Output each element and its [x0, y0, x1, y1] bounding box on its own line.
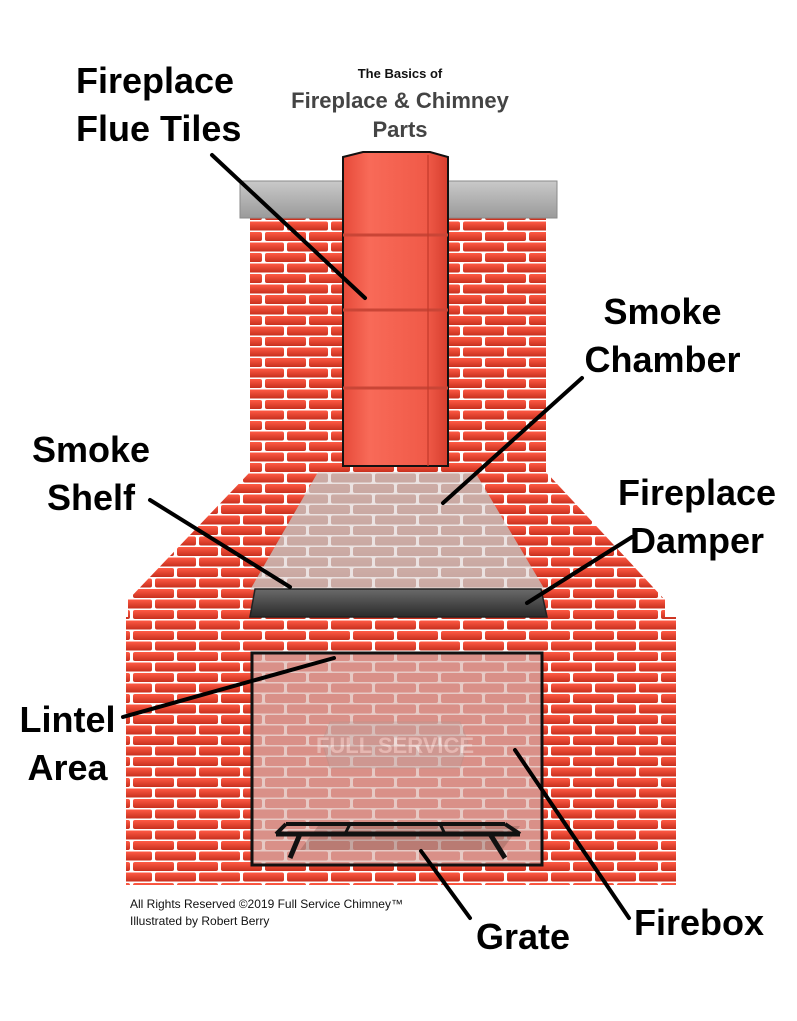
- leader-firebox: [513, 748, 631, 920]
- label-flue-tiles: Fireplace Flue Tiles: [76, 60, 241, 150]
- label-lintel-line1: Lintel: [19, 699, 116, 740]
- firebox-opening: [250, 651, 544, 867]
- leader-damper: [525, 535, 634, 605]
- credit-illustrator: Illustrated by Robert Berry: [130, 914, 270, 928]
- smoke-chamber-interior: [250, 472, 545, 590]
- label-lintel: Lintel Area: [10, 699, 125, 789]
- leader-flue-tiles: [210, 153, 367, 300]
- leader-smoke-shelf: [148, 498, 292, 589]
- label-smoke-shelf: Smoke Shelf: [26, 429, 156, 519]
- credit-rights: All Rights Reserved ©2019 Full Service C…: [130, 897, 403, 911]
- watermark-logo: FULL SERVICE: [316, 721, 474, 769]
- damper-icon: [249, 588, 548, 618]
- label-smoke-chamber-line2: Chamber: [584, 339, 741, 380]
- label-lintel-line2: Area: [27, 747, 108, 788]
- leader-lines: [121, 153, 634, 920]
- label-smoke-shelf-line1: Smoke: [31, 429, 151, 470]
- label-firebox: Firebox: [634, 902, 765, 943]
- label-smoke-chamber: Smoke Chamber: [580, 291, 745, 381]
- label-grate: Grate: [476, 916, 571, 957]
- grate-icon: [274, 822, 522, 860]
- label-smoke-shelf-line2: Shelf: [46, 477, 135, 518]
- flue-tiles-icon: [342, 151, 449, 467]
- title-main: Fireplace & Chimney: [291, 88, 509, 113]
- label-damper-line1: Fireplace: [617, 472, 777, 513]
- label-smoke-chamber-line1: Smoke: [603, 291, 722, 332]
- label-flue-tiles-line1: Fireplace: [76, 60, 235, 101]
- svg-text:FULL SERVICE: FULL SERVICE: [316, 733, 474, 758]
- label-damper-line2: Damper: [629, 520, 765, 561]
- leader-smoke-chamber: [441, 376, 584, 505]
- label-damper: Fireplace Damper: [612, 472, 782, 562]
- label-flue-tiles-line2: Flue Tiles: [76, 108, 242, 149]
- title-sub: Parts: [372, 117, 428, 142]
- leader-lintel: [121, 656, 336, 719]
- leader-grate: [419, 849, 472, 920]
- title-pre: The Basics of: [357, 66, 443, 81]
